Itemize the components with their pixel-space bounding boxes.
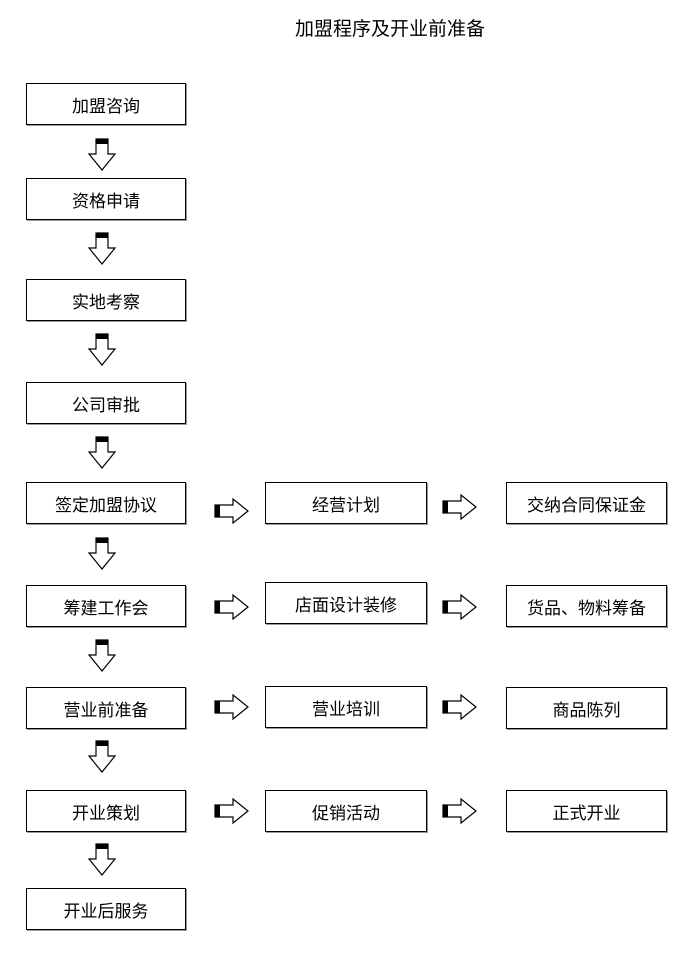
right-arrow-icon xyxy=(442,594,477,620)
right-arrow-icon xyxy=(442,494,477,520)
down-arrow-icon xyxy=(88,537,116,570)
down-arrow-icon xyxy=(88,740,116,773)
right-arrow-icon xyxy=(214,694,249,720)
step-box-2: 资格申请 xyxy=(26,178,186,220)
branch-end-box-1: 交纳合同保证金 xyxy=(506,482,667,524)
branch-mid-box-4: 促销活动 xyxy=(265,790,427,832)
step-box-1: 加盟咨询 xyxy=(26,83,186,125)
branch-end-box-2: 货品、物料筹备 xyxy=(506,585,667,627)
down-arrow-icon xyxy=(88,333,116,366)
step-box-3: 实地考察 xyxy=(26,279,186,321)
right-arrow-icon xyxy=(214,798,249,824)
down-arrow-icon xyxy=(88,639,116,672)
down-arrow-icon xyxy=(88,843,116,876)
branch-mid-box-2: 店面设计装修 xyxy=(265,582,427,624)
right-arrow-icon xyxy=(442,798,477,824)
step-box-8: 开业策划 xyxy=(26,790,186,832)
step-box-9: 开业后服务 xyxy=(26,888,186,930)
branch-mid-box-1: 经营计划 xyxy=(265,482,427,524)
branch-end-box-3: 商品陈列 xyxy=(506,687,667,729)
step-box-6: 筹建工作会 xyxy=(26,585,186,627)
branch-mid-box-3: 营业培训 xyxy=(265,686,427,728)
right-arrow-icon xyxy=(214,594,249,620)
right-arrow-icon xyxy=(214,498,249,524)
step-box-4: 公司审批 xyxy=(26,382,186,424)
right-arrow-icon xyxy=(442,694,477,720)
down-arrow-icon xyxy=(88,232,116,265)
branch-end-box-4: 正式开业 xyxy=(506,790,667,832)
down-arrow-icon xyxy=(88,436,116,469)
step-box-5: 签定加盟协议 xyxy=(26,482,186,524)
diagram-title: 加盟程序及开业前准备 xyxy=(294,18,485,40)
down-arrow-icon xyxy=(88,138,116,171)
step-box-7: 营业前准备 xyxy=(26,687,186,729)
